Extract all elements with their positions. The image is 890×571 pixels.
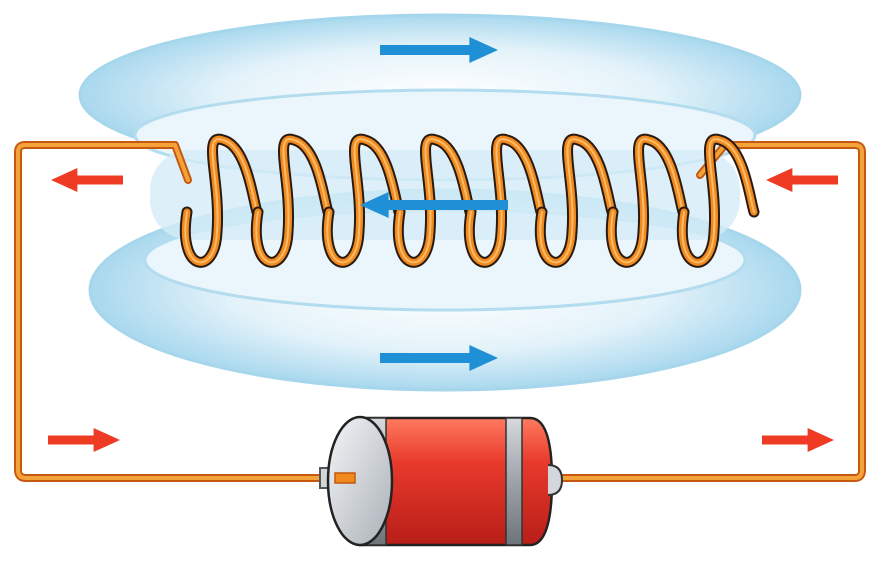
arrow-right-icon [360,192,508,218]
arrow-icon [766,168,838,192]
arrow-right-icon [380,345,498,371]
coil-turn [676,133,760,268]
arrow-icon [51,168,123,192]
arrow-icon [762,428,834,452]
coil-turn [392,133,476,268]
battery-band-right [505,417,523,546]
coil-turn [534,133,618,268]
coil-turn [605,133,689,268]
coil-turn [321,133,405,268]
battery [319,415,564,547]
coil-core-field [150,150,740,240]
coil-turn [250,133,334,268]
circuit-wire [14,141,866,482]
solenoid-coil [179,133,760,268]
coil-turn [463,133,547,268]
current-direction-arrows [48,168,838,452]
arrow-right-icon [380,37,498,63]
field-direction-arrows [360,37,508,371]
coil-turn [179,133,263,268]
arrow-icon [48,428,120,452]
battery-end-cap [326,415,394,547]
battery-positive-terminal [547,464,564,496]
